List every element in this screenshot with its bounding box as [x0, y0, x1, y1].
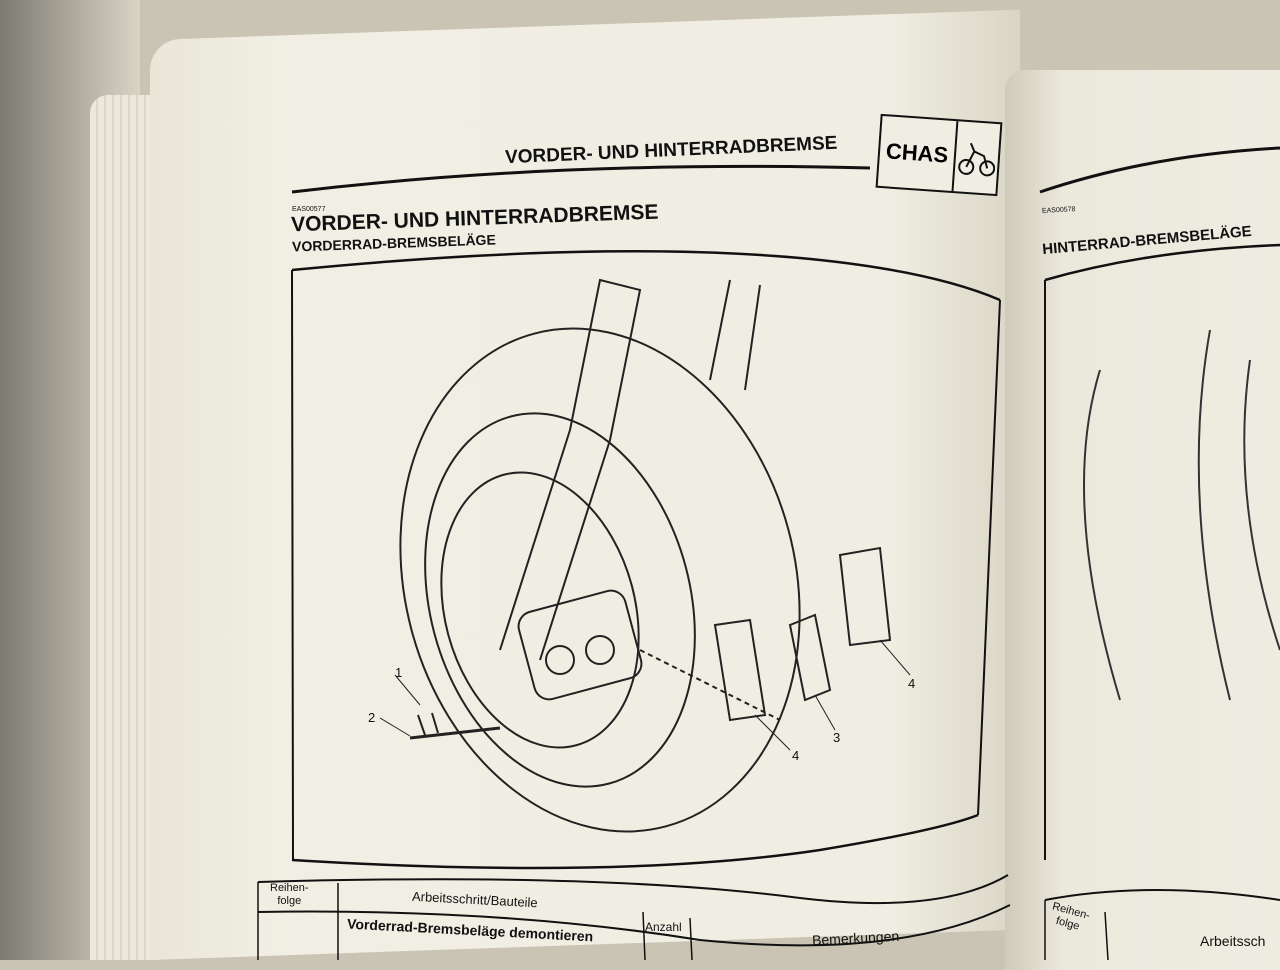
brake-disc [440, 471, 640, 749]
right-page [1005, 70, 1280, 970]
fork-left [499, 278, 642, 661]
page-edges [90, 95, 160, 960]
table-header-order: Reihen- folge [270, 882, 309, 907]
table-header-qty: Anzahl [645, 920, 682, 934]
callout-1: 1 [395, 665, 403, 680]
section-code: EAS00577 [292, 206, 326, 213]
caliper [517, 589, 643, 701]
brake-pad-b [838, 546, 892, 647]
motorcycle-icon [954, 121, 1001, 194]
fork-right [709, 279, 761, 391]
section-badge: CHAS [875, 113, 1003, 197]
pin [409, 726, 501, 740]
callout-2: 2 [368, 710, 376, 725]
rear-tire [1083, 369, 1121, 701]
right-table-header-step: Arbeitssch [1200, 933, 1266, 949]
pad-clip [788, 613, 832, 702]
tire [399, 327, 801, 833]
callout-3: 3 [833, 730, 841, 745]
callout-4b: 4 [908, 676, 916, 691]
brake-pad-a [713, 618, 767, 722]
section-badge-label: CHAS [877, 115, 959, 192]
rim [424, 412, 696, 788]
callout-4a: 4 [792, 748, 800, 763]
